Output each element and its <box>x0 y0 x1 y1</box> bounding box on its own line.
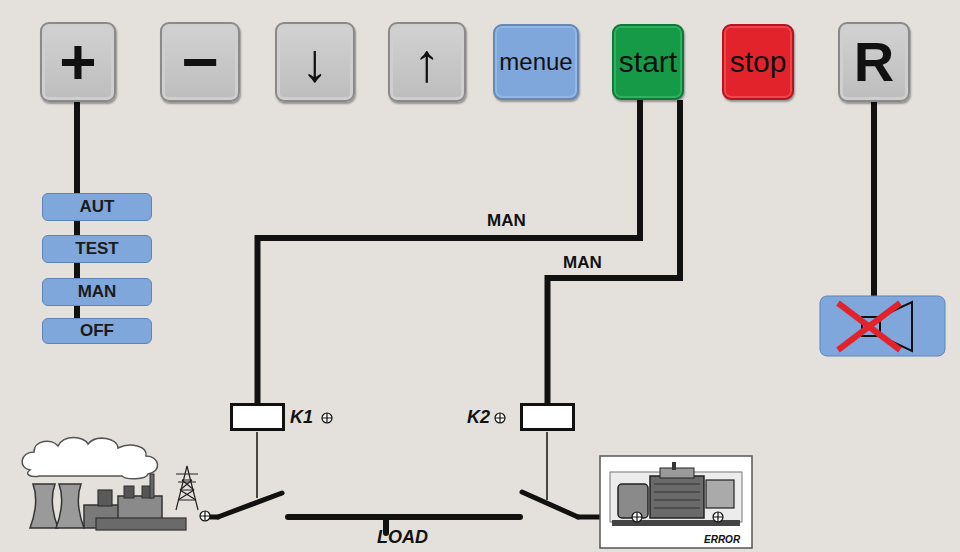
generator-illustration <box>610 472 742 522</box>
terminal-symbol <box>632 512 642 522</box>
control-wire <box>74 102 80 193</box>
power-plant-illustration <box>178 480 196 500</box>
generator-illustration <box>650 476 704 518</box>
terminal-symbol <box>200 511 210 521</box>
start-button: start <box>612 24 684 100</box>
coil-linkage <box>256 432 258 498</box>
button-text: TEST <box>75 239 118 259</box>
power-plant-illustration <box>96 518 186 530</box>
mode-box: OFF <box>42 318 152 344</box>
generator-illustration <box>654 484 700 485</box>
contactor-coil: K2 <box>520 403 575 431</box>
terminal-symbol <box>632 512 642 522</box>
button-text: start <box>619 47 677 77</box>
terminal-symbol <box>200 511 210 521</box>
generator-illustration <box>600 456 752 548</box>
reset-wire <box>871 100 877 298</box>
contactor-name: K1 <box>290 407 313 428</box>
horn-mute-icon <box>820 296 945 356</box>
terminal-symbol <box>495 413 505 423</box>
mode-label: MAN <box>487 212 526 231</box>
button-text: ↓ <box>302 35 329 89</box>
power-plant-illustration <box>22 438 157 479</box>
button-text: R <box>854 34 894 90</box>
button-text: stop <box>730 47 787 77</box>
terminal-symbol <box>200 511 210 521</box>
menu-button: menue <box>493 24 579 100</box>
button-text: menue <box>499 50 572 74</box>
power-circuit <box>210 492 632 533</box>
terminal-symbol <box>495 413 505 423</box>
power-plant-illustration <box>176 474 198 482</box>
coil-linkage <box>546 432 548 500</box>
generator-illustration <box>672 462 676 470</box>
up-button: ↑ <box>388 22 466 102</box>
horn-mute-icon <box>838 303 900 350</box>
mode-box: AUT <box>42 193 152 221</box>
horn-mute-icon <box>838 303 900 350</box>
mode-label: MAN <box>563 254 602 273</box>
power-circuit <box>288 514 520 520</box>
button-text: + <box>59 30 96 94</box>
down-button: ↓ <box>275 22 355 102</box>
power-plant-illustration <box>30 484 58 528</box>
horn-mute-icon <box>820 296 945 356</box>
power-circuit <box>522 492 578 517</box>
terminal-symbol <box>322 413 332 423</box>
generator-illustration <box>654 508 700 509</box>
generator-illustration <box>660 468 694 478</box>
power-plant-illustration <box>98 490 112 506</box>
control-wire <box>258 100 641 403</box>
terminal-symbol <box>495 413 505 423</box>
contactor-coil: K1 <box>230 403 285 431</box>
power-plant-illustration <box>22 438 198 531</box>
button-text: AUT <box>80 197 115 217</box>
power-plant-illustration <box>176 466 198 510</box>
control-wire <box>548 100 681 403</box>
terminal-symbol <box>713 512 723 522</box>
reset-button: R <box>838 22 910 102</box>
power-plant-illustration <box>124 486 134 498</box>
generator-illustration <box>654 484 700 508</box>
power-plant-illustration <box>150 474 154 498</box>
power-plant-illustration <box>176 466 198 510</box>
mode-box: MAN <box>42 278 152 306</box>
generator-illustration <box>618 484 648 518</box>
load-label: LOAD <box>377 528 428 548</box>
plus-button: + <box>40 22 116 102</box>
terminal-symbol <box>632 512 642 522</box>
generator-illustration <box>654 500 700 501</box>
mode-wire <box>74 215 80 330</box>
terminal-symbol <box>713 512 723 522</box>
generator-illustration <box>706 480 734 508</box>
power-plant-illustration <box>56 484 84 528</box>
contactor-name: K2 <box>467 407 490 428</box>
stop-button: stop <box>722 24 794 100</box>
terminal-symbol <box>322 413 332 423</box>
button-text: − <box>181 30 218 94</box>
terminal-symbol <box>322 413 332 423</box>
button-text: MAN <box>78 282 117 302</box>
minus-button: − <box>160 22 240 102</box>
mode-box: TEST <box>42 235 152 263</box>
button-text: OFF <box>80 321 114 341</box>
generator-illustration <box>600 456 752 548</box>
power-circuit <box>218 493 282 517</box>
power-plant-illustration <box>178 480 196 500</box>
terminal-symbol <box>713 512 723 522</box>
error-label: ERROR <box>704 534 740 545</box>
generator-illustration <box>654 492 700 493</box>
button-text: ↑ <box>414 35 441 89</box>
